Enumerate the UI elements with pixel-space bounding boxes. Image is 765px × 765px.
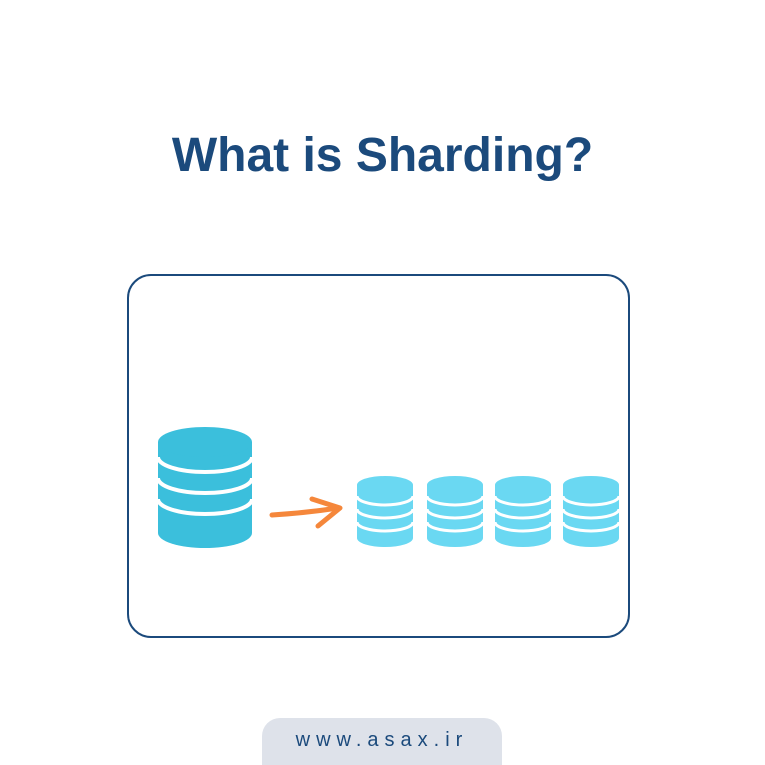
- source-database-icon: [156, 427, 254, 548]
- shard-database-icon: [493, 476, 553, 547]
- shard-database-icon: [561, 476, 621, 547]
- page-title: What is Sharding?: [171, 129, 594, 182]
- arrow-right-icon: [269, 496, 343, 529]
- footer-url[interactable]: www.asax.ir: [295, 729, 469, 751]
- footer-badge: [262, 718, 502, 765]
- diagram-frame: [127, 274, 630, 638]
- shard-database-icon: [425, 476, 485, 547]
- shard-database-icon: [355, 476, 415, 547]
